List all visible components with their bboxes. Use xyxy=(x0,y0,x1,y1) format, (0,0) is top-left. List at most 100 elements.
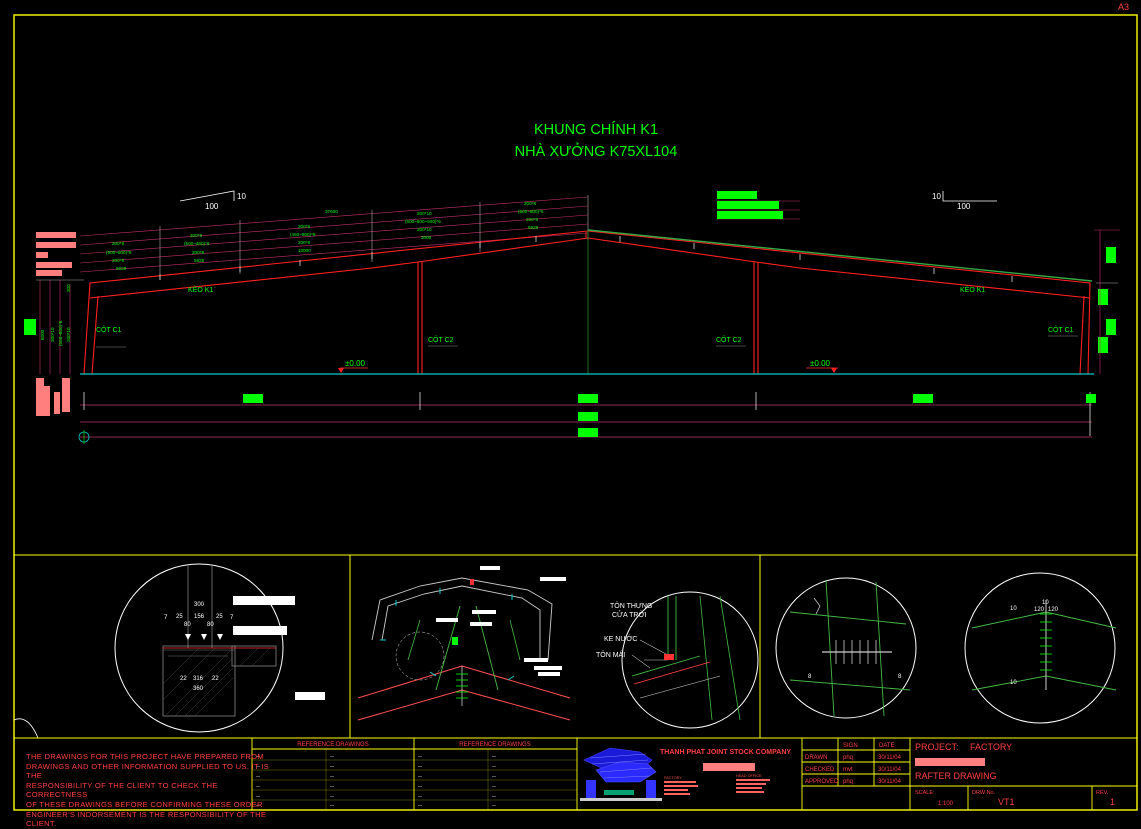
svg-text:mvt: mvt xyxy=(843,767,853,773)
svg-text:--: -- xyxy=(330,764,334,770)
svg-text:(500~800)*6: (500~800)*6 xyxy=(518,209,544,214)
svg-text:10: 10 xyxy=(1010,680,1017,686)
svg-text:--: -- xyxy=(330,754,334,760)
company-name: THANH PHAT JOINT STOCK COMPANY xyxy=(660,749,791,756)
reference-rows: ---- ---- ---- ---- ---- ---- ---- ---- … xyxy=(256,754,496,809)
svg-text:10: 10 xyxy=(1042,600,1049,606)
svg-text:(500~500~500)*6: (500~500~500)*6 xyxy=(405,219,441,224)
column-dimension-text: 6000 300*10 (550~800)*6 200*10 300 xyxy=(40,284,71,346)
svg-text:--: -- xyxy=(256,754,260,760)
svg-text:--: -- xyxy=(492,803,496,809)
column-dimension-lines xyxy=(36,279,1118,374)
grid-dimension-lines xyxy=(80,404,1092,423)
svg-text:APPROVED: APPROVED xyxy=(805,779,839,785)
drawing-title-line1: KHUNG CHÍNH K1 xyxy=(534,121,658,138)
svg-text:100: 100 xyxy=(957,202,971,211)
svg-text:DRW No.: DRW No. xyxy=(972,790,996,796)
detail-apex-plate[interactable]: 10 120 120 10 10 xyxy=(964,572,1117,724)
label-col-c1-left: CỘT C1 xyxy=(96,325,122,334)
base-plate-dims: 300 7 25 156 25 7 80 80 22 316 22 360 xyxy=(164,602,234,692)
detail-base-plate[interactable]: 300 7 25 156 25 7 80 80 22 316 22 360 xyxy=(114,563,325,733)
svg-text:200*8: 200*8 xyxy=(112,241,124,246)
svg-text:--: -- xyxy=(256,764,260,770)
svg-text:30/11/04: 30/11/04 xyxy=(878,767,902,773)
svg-text:10: 10 xyxy=(237,192,246,201)
svg-text:--: -- xyxy=(492,754,496,760)
svg-text:--: -- xyxy=(330,803,334,809)
svg-text:22: 22 xyxy=(212,676,219,682)
svg-text:200*8: 200*8 xyxy=(192,250,204,255)
svg-text:120: 120 xyxy=(1034,607,1045,613)
svg-text:10: 10 xyxy=(1010,606,1017,612)
label-col-c2-left: CỘT C2 xyxy=(428,335,454,344)
detail-ridge-vent[interactable]: TÔN THƯNG CỬA TRỜI KE NƯỚC TÔN MÁI xyxy=(596,591,759,729)
label-rafter-left: KÈO K1 xyxy=(188,285,213,294)
svg-text:CHECKED: CHECKED xyxy=(805,767,835,773)
svg-text:--: -- xyxy=(492,764,496,770)
svg-text:--: -- xyxy=(418,803,422,809)
svg-text:200*8: 200*8 xyxy=(190,233,202,238)
label-ke-nuoc: KE NƯỚC xyxy=(604,634,637,643)
member-labels: KÈO K1 KÈO K1 CỘT C1 CỘT C2 CỘT C2 CỘT C… xyxy=(96,285,1074,344)
label-ton-mai: TÔN MÁI xyxy=(596,650,625,659)
svg-text:--: -- xyxy=(256,803,260,809)
svg-text:8: 8 xyxy=(898,674,902,680)
drawing-number: VT1 xyxy=(998,797,1015,807)
svg-text:200*8: 200*8 xyxy=(298,224,310,229)
purlin-marks xyxy=(159,236,1013,282)
svg-text:HEAD OFFICE: HEAD OFFICE xyxy=(736,774,762,778)
svg-text:100: 100 xyxy=(205,202,219,211)
svg-text:5928: 5928 xyxy=(116,266,127,271)
svg-text:300: 300 xyxy=(66,284,71,292)
svg-text:REV.: REV. xyxy=(1096,790,1109,796)
redacted-blocks xyxy=(36,232,985,771)
svg-text:FACTORY: FACTORY xyxy=(664,776,682,780)
svg-text:(450~500)*6: (450~500)*6 xyxy=(290,232,316,237)
svg-text:8: 8 xyxy=(808,674,812,680)
svg-text:10000: 10000 xyxy=(298,248,311,253)
svg-text:SCALE:: SCALE: xyxy=(915,790,935,796)
svg-text:200*10: 200*10 xyxy=(66,327,71,342)
svg-text:--: -- xyxy=(492,784,496,790)
svg-text:300*10: 300*10 xyxy=(50,327,55,342)
svg-text:DATE: DATE xyxy=(879,743,895,749)
svg-text:--: -- xyxy=(418,784,422,790)
svg-text:80: 80 xyxy=(207,622,214,628)
svg-text:6000: 6000 xyxy=(40,329,45,340)
svg-text:200*8: 200*8 xyxy=(298,240,310,245)
svg-text:5928: 5928 xyxy=(194,258,205,263)
svg-text:(550~800)*6: (550~800)*6 xyxy=(58,320,63,346)
svg-text:±0.00: ±0.00 xyxy=(345,359,366,368)
svg-text:316: 316 xyxy=(193,676,204,682)
svg-text:FACTORY: FACTORY xyxy=(970,742,1012,752)
svg-text:SIGN: SIGN xyxy=(843,743,858,749)
svg-text:(500~450)*6: (500~450)*6 xyxy=(184,241,210,246)
title-block xyxy=(14,737,1137,810)
project-info: PROJECT: FACTORY RAFTER DRAWING SCALE: 1… xyxy=(915,742,1115,807)
svg-text:5928: 5928 xyxy=(528,225,539,230)
label-col-c1-right: CỘT C1 xyxy=(1048,325,1074,334)
rafter-drawing-title: RAFTER DRAWING xyxy=(915,771,997,781)
svg-text:25: 25 xyxy=(176,614,183,620)
svg-text:200*8: 200*8 xyxy=(524,201,536,206)
signoff-table: SIGN DATE DRAWN phq 30/11/04 CHECKED mvt… xyxy=(805,743,902,785)
svg-text:80: 80 xyxy=(184,622,191,628)
svg-text:--: -- xyxy=(492,774,496,780)
svg-text:25: 25 xyxy=(216,614,223,620)
svg-text:--: -- xyxy=(330,784,334,790)
detail-ridge[interactable] xyxy=(357,566,571,721)
svg-text:--: -- xyxy=(256,774,260,780)
label-rafter-right: KÈO K1 xyxy=(960,285,985,294)
svg-text:1:100: 1:100 xyxy=(938,801,954,807)
detail-splice[interactable]: 8 8 xyxy=(775,577,917,719)
svg-text:3000: 3000 xyxy=(421,235,432,240)
sheet-size-label: A3 xyxy=(1118,2,1129,12)
svg-text:PROJECT:: PROJECT: xyxy=(915,742,959,752)
elevation-left: ±0.00 xyxy=(338,359,368,373)
svg-text:200*10: 200*10 xyxy=(417,211,432,216)
svg-text:7: 7 xyxy=(164,615,168,621)
reference-header-right: REFERENCE DRAWINGS xyxy=(459,742,530,748)
svg-text:--: -- xyxy=(492,794,496,800)
svg-text:30/11/04: 30/11/04 xyxy=(878,755,902,761)
